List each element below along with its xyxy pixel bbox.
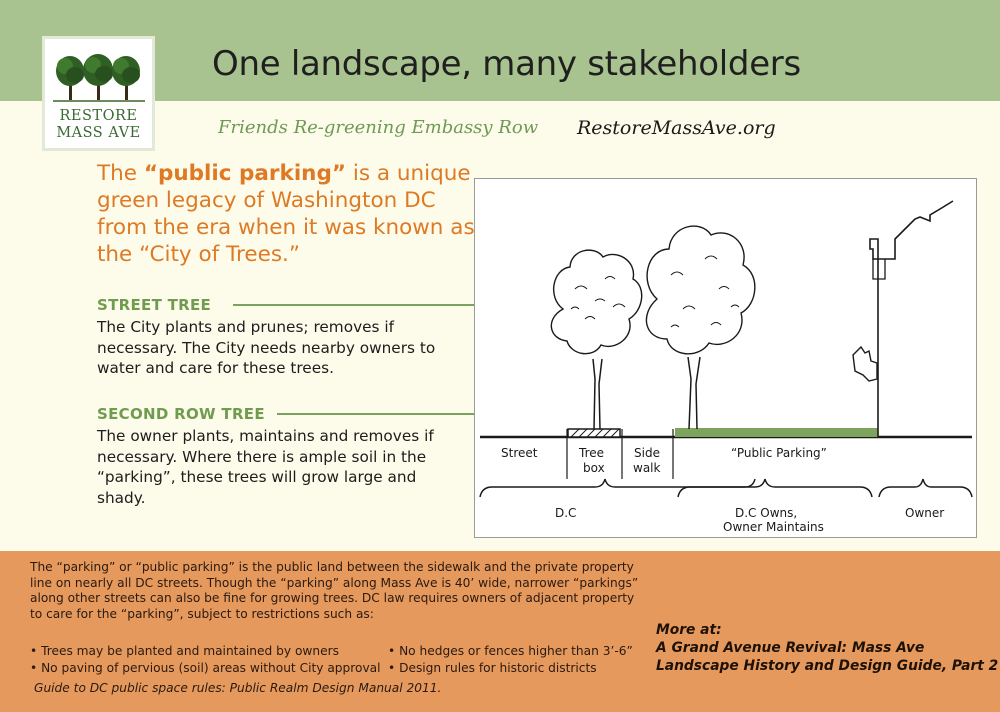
guide-reference: Guide to DC public space rules: Public R… bbox=[34, 681, 442, 695]
more-at-label: More at: bbox=[656, 622, 722, 638]
label-dc-owns-line1: D.C Owns, bbox=[735, 506, 798, 520]
second-row-tree-text: The owner plants, maintains and removes … bbox=[97, 427, 434, 507]
street-tree-title: STREET TREE bbox=[97, 296, 212, 314]
lead-statement: The “public parking” is a unique green l… bbox=[97, 160, 477, 268]
label-tree-box-line1: Tree bbox=[579, 446, 605, 460]
more-at-title-line2: Landscape History and Design Guide, Part… bbox=[656, 658, 999, 674]
logo-line-2: MASS AVE bbox=[56, 125, 141, 141]
more-at-title-line1: A Grand Avenue Revival: Mass Ave bbox=[656, 640, 925, 656]
restore-mass-ave-logo: RESTORE MASS AVE bbox=[42, 36, 155, 151]
bullet-design-rules: • Design rules for historic districts bbox=[388, 661, 597, 675]
street-tree-text: The City plants and prunes; removes if n… bbox=[97, 318, 436, 377]
bullet-paving: • No paving of pervious (soil) areas wit… bbox=[30, 661, 381, 675]
trees-icon bbox=[53, 54, 145, 102]
footer-band: The “parking” or “public parking” is the… bbox=[0, 551, 1000, 712]
second-row-tree-title: SECOND ROW TREE bbox=[97, 405, 265, 423]
label-sidewalk-line2: walk bbox=[633, 461, 661, 475]
page-title: One landscape, many stakeholders bbox=[212, 44, 801, 84]
logo-line-1: RESTORE bbox=[59, 108, 138, 124]
label-tree-box-line2: box bbox=[583, 461, 605, 475]
lead-before: The bbox=[97, 161, 144, 186]
label-owner: Owner bbox=[905, 506, 945, 520]
lead-highlight: “public parking” bbox=[143, 161, 347, 186]
label-sidewalk-line1: Side bbox=[634, 446, 660, 460]
bullet-hedges: • No hedges or fences higher than 3’-6” bbox=[388, 644, 633, 658]
label-street: Street bbox=[501, 446, 538, 460]
footer-paragraph: The “parking” or “public parking” is the… bbox=[30, 560, 639, 621]
label-dc-owns-line2: Owner Maintains bbox=[723, 520, 824, 534]
streetscape-diagram: Street Tree box Side walk “Public Parkin… bbox=[474, 178, 977, 538]
header-band bbox=[0, 0, 1000, 101]
streetscape-illustration bbox=[479, 200, 973, 498]
bullet-trees: • Trees may be planted and maintained by… bbox=[30, 644, 339, 658]
street-tree-connector bbox=[233, 304, 595, 306]
label-public-parking: “Public Parking” bbox=[731, 446, 827, 460]
lead-after: is a unique green legacy of Washington D… bbox=[97, 161, 475, 267]
label-dc: D.C bbox=[555, 506, 577, 520]
website-link[interactable]: RestoreMassAve.org bbox=[577, 117, 776, 139]
tagline: Friends Re-greening Embassy Row bbox=[218, 117, 539, 138]
